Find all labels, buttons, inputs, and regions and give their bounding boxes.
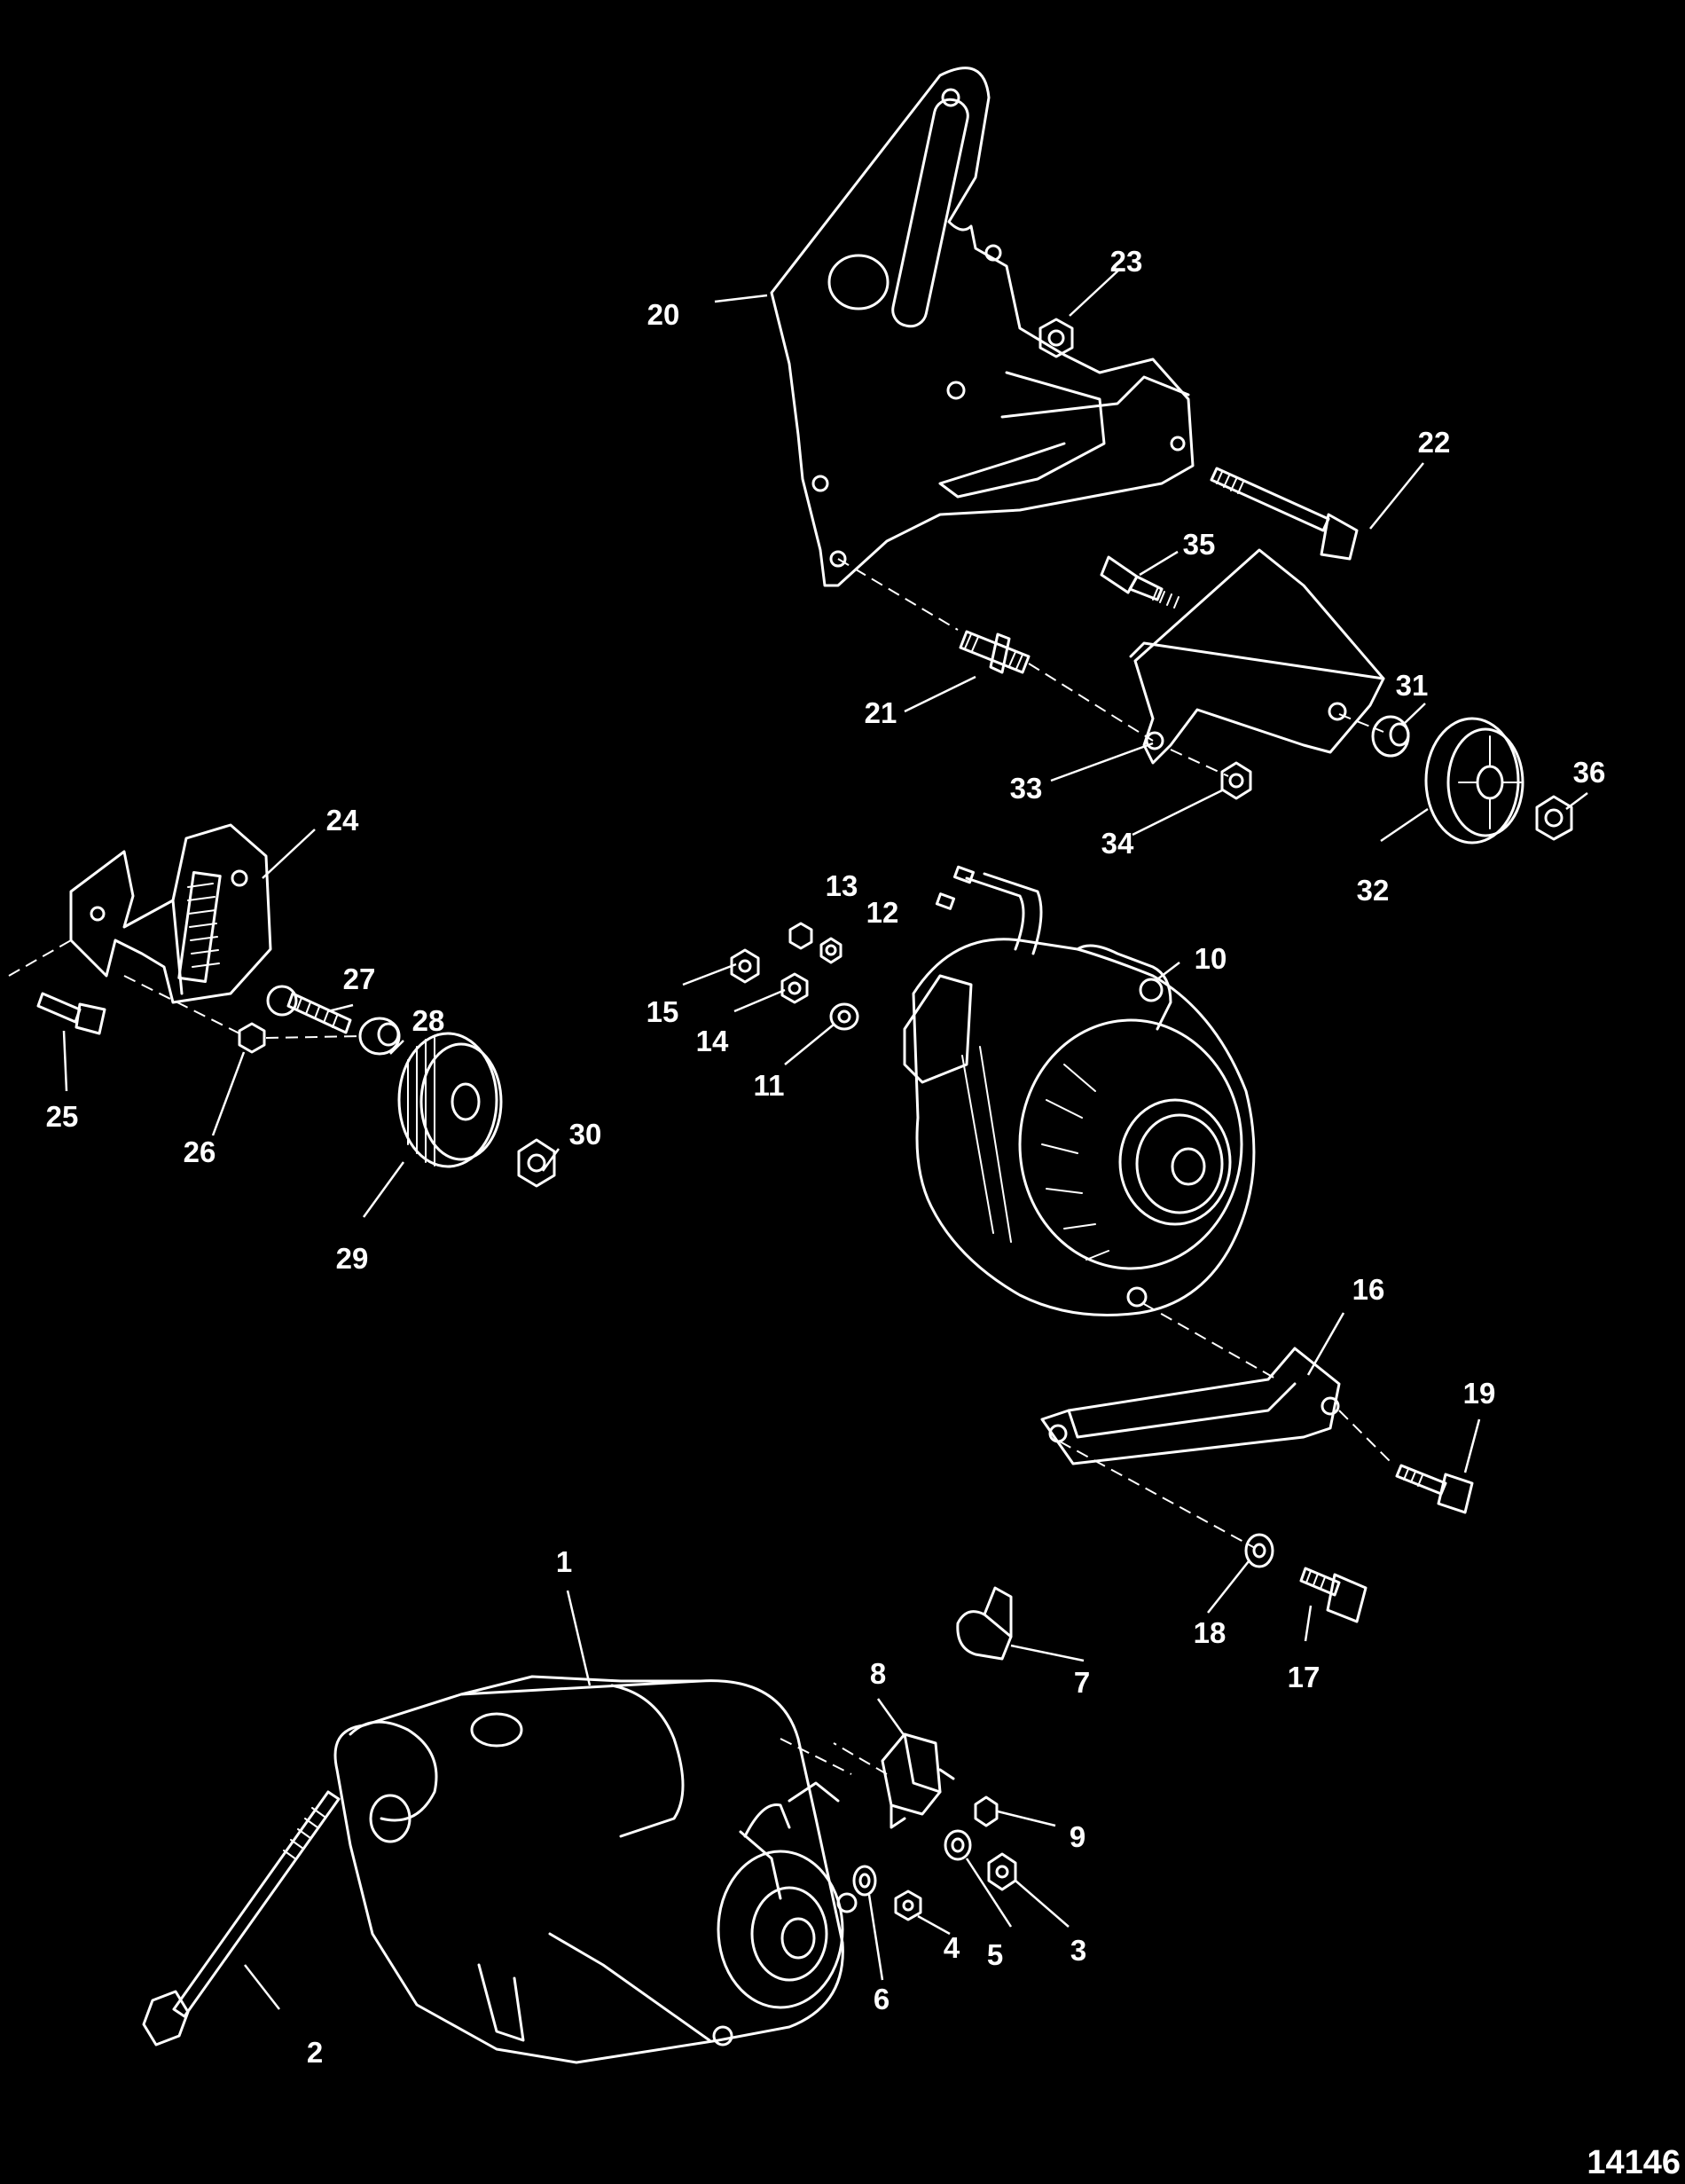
alignment-lines-upper	[837, 558, 1384, 777]
callout-21: 21	[865, 696, 897, 729]
part-32-idler-pulley	[1424, 717, 1524, 845]
callout-24: 24	[326, 804, 359, 837]
callout-11: 11	[754, 1069, 785, 1102]
callout-25: 25	[46, 1100, 79, 1133]
part-18-washer	[1244, 1533, 1274, 1568]
callout-15: 15	[647, 995, 679, 1028]
callout-2: 2	[307, 2036, 323, 2069]
callout-23: 23	[1110, 245, 1143, 278]
callout-1: 1	[556, 1545, 572, 1578]
part-13-nut	[788, 922, 813, 950]
figure-id-label: 14146	[1587, 2144, 1681, 2181]
part-22-bolt	[1210, 467, 1359, 561]
callout-29: 29	[336, 1242, 369, 1275]
part-9-nut	[974, 1795, 999, 1827]
callout-4: 4	[944, 1931, 960, 1964]
callout-16: 16	[1352, 1273, 1385, 1306]
leader-lines	[62, 268, 1588, 2010]
callout-27: 27	[343, 962, 376, 995]
callout-18: 18	[1194, 1616, 1227, 1649]
alignment-lines-left	[8, 939, 364, 1039]
part-20-bracket	[770, 67, 1195, 587]
part-16-brace	[1040, 1347, 1341, 1465]
part-17-bolt	[1299, 1567, 1368, 1623]
part-30-flange-nut	[517, 1138, 556, 1188]
callout-17: 17	[1288, 1661, 1321, 1693]
part-36-flange-nut	[1535, 795, 1573, 841]
callout-6: 6	[874, 1983, 890, 2015]
callout-30: 30	[569, 1118, 602, 1151]
part-3-nut	[987, 1852, 1017, 1891]
part-11-washer	[829, 1002, 859, 1031]
callout-36: 36	[1573, 756, 1606, 789]
part-12-nut	[819, 937, 842, 964]
part-29-pulley	[397, 1032, 503, 1168]
callout-28: 28	[412, 1004, 445, 1037]
alignment-lines-lower	[780, 1303, 1393, 1775]
part-26-nut	[238, 1022, 266, 1054]
callout-12: 12	[866, 896, 899, 929]
part-21-stud	[959, 630, 1031, 674]
callout-19: 19	[1463, 1377, 1496, 1410]
part-10-alternator	[903, 865, 1256, 1316]
callout-labels: 20 23 22 35 21 33 34 31 32 36 24 25 26 2…	[46, 245, 1606, 2069]
part-24-bracket	[69, 823, 272, 1004]
callout-13: 13	[826, 869, 858, 902]
callout-10: 10	[1195, 942, 1227, 975]
callout-20: 20	[647, 298, 680, 331]
callout-35: 35	[1183, 528, 1216, 561]
callout-7: 7	[1074, 1666, 1090, 1699]
part-28-bushing	[358, 1017, 401, 1056]
part-1-starter-motor	[333, 1675, 858, 2064]
part-25-bolt	[36, 992, 106, 1035]
part-33-idler-bracket	[1129, 548, 1385, 765]
callout-34: 34	[1101, 827, 1134, 860]
part-31-bushing	[1371, 715, 1410, 758]
part-7-terminal-boot	[956, 1586, 1013, 1661]
part-34-nut	[1220, 761, 1252, 800]
callout-3: 3	[1070, 1934, 1086, 1967]
callout-32: 32	[1357, 874, 1390, 907]
callout-26: 26	[184, 1135, 216, 1168]
callout-8: 8	[870, 1657, 886, 1690]
part-14-nut	[780, 972, 809, 1004]
part-23-nut	[1038, 318, 1074, 358]
part-5-washer	[944, 1829, 972, 1861]
callout-31: 31	[1396, 669, 1429, 702]
part-2-bolt	[142, 1790, 341, 2047]
callout-9: 9	[1070, 1820, 1085, 1853]
part-19-bolt	[1395, 1464, 1474, 1514]
part-8-terminal-block	[881, 1732, 955, 1829]
callout-5: 5	[987, 1938, 1003, 1971]
part-35-bolt	[1100, 555, 1180, 609]
part-4-nut	[894, 1889, 922, 1921]
part-15-nut	[730, 948, 760, 984]
callout-14: 14	[696, 1025, 729, 1057]
callout-22: 22	[1418, 426, 1451, 459]
part-6-washer	[852, 1865, 877, 1897]
callout-33: 33	[1010, 772, 1043, 805]
